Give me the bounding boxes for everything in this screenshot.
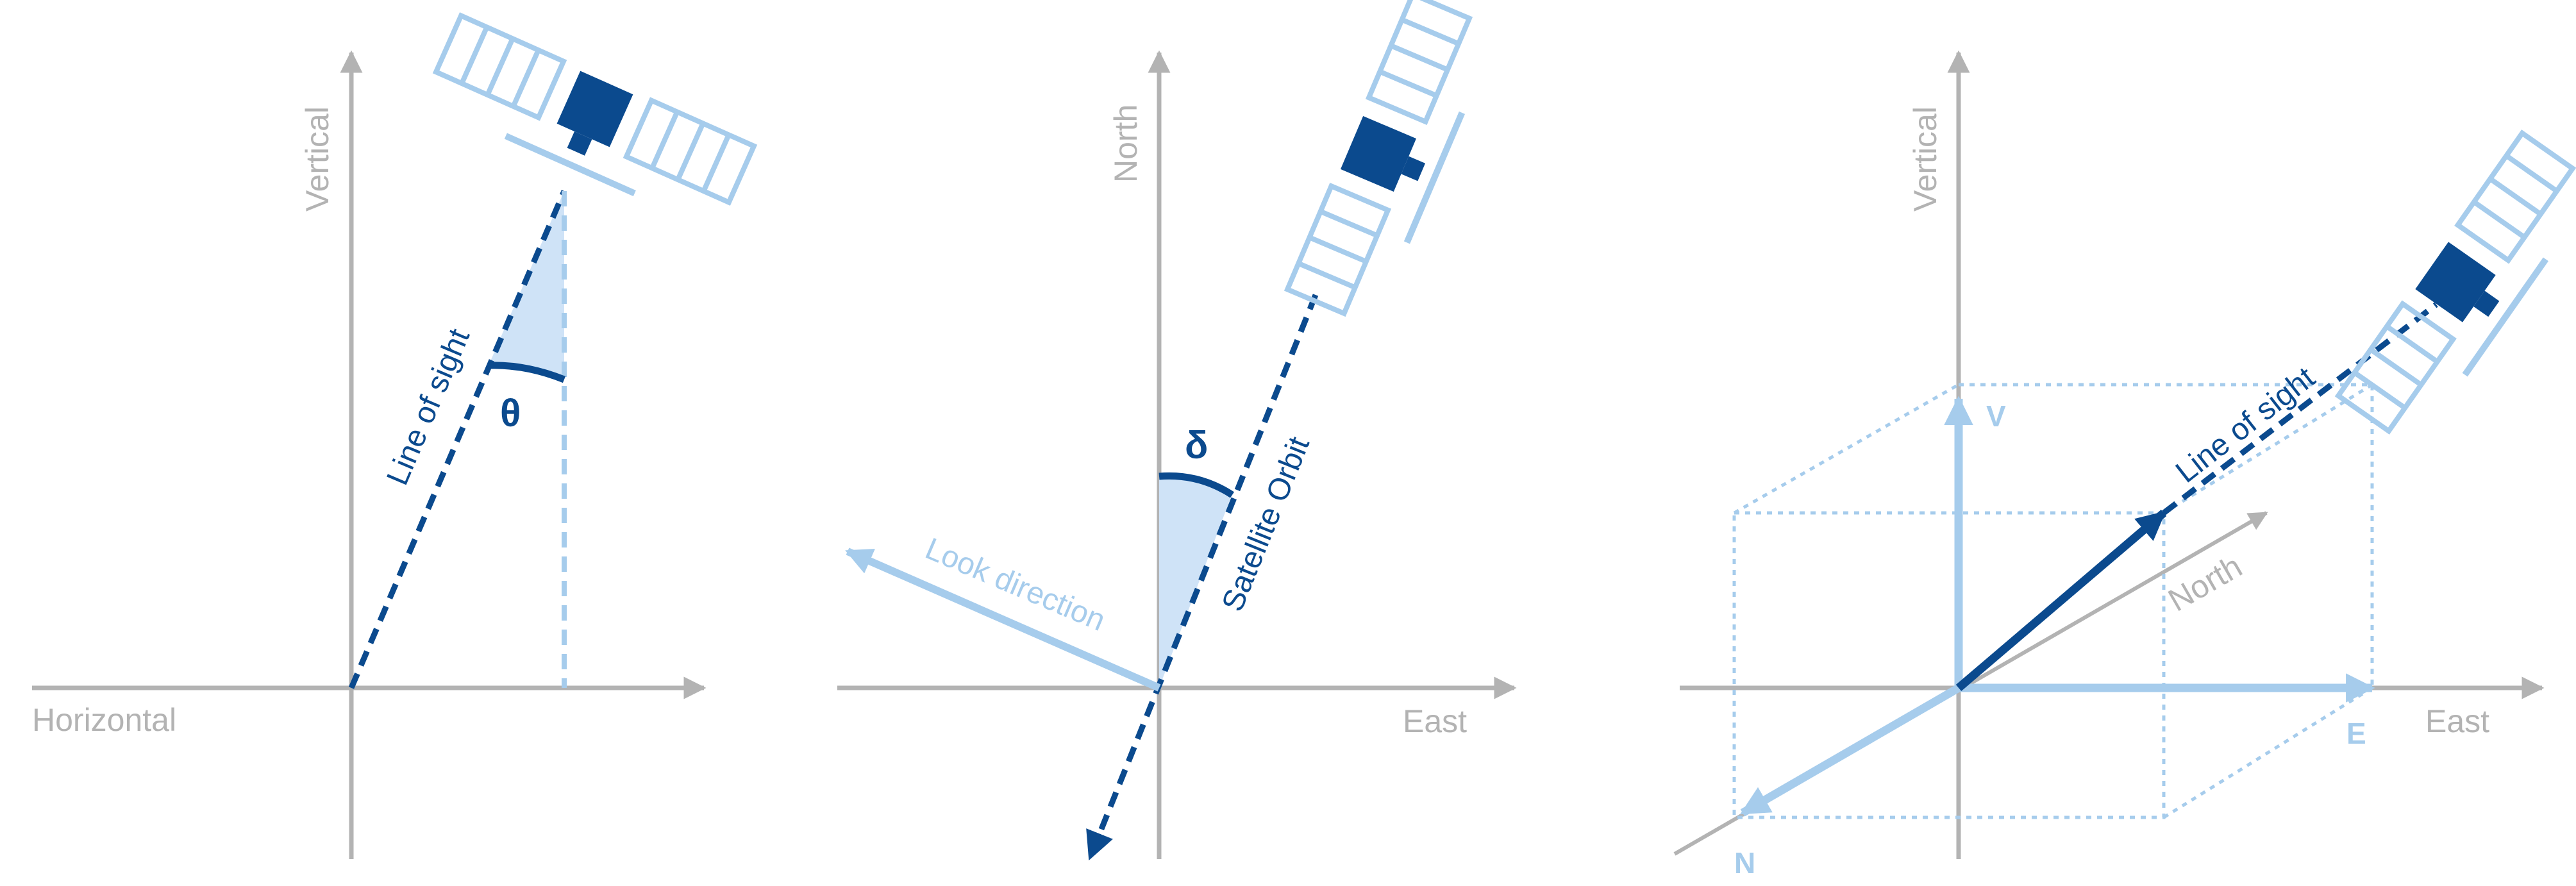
panel-right: East Vertical North Line of sight V E N: [1673, 50, 2576, 880]
panel-middle: East North Satellite Orbit Look directio…: [837, 0, 1517, 861]
look-direction-arrow: [845, 547, 1161, 692]
delta-symbol: δ: [1185, 424, 1208, 467]
north-label: North: [2162, 548, 2248, 619]
e-label: E: [2346, 717, 2366, 750]
horizontal-label: Horizontal: [32, 702, 176, 738]
angle-arc: [488, 362, 566, 383]
satellite-orbit-label: Satellite Orbit: [1216, 432, 1316, 616]
angle-arc: [1158, 472, 1235, 498]
line-of-sight-dashed: [2162, 302, 2438, 515]
los-vector: [1955, 510, 2167, 691]
satellite-icon: [1287, 0, 1497, 325]
line-of-sight: [348, 190, 567, 689]
north-label: North: [1108, 104, 1144, 183]
panel-left: Horizontal Vertical Line of sight θ: [32, 15, 754, 859]
satellite-icon: [424, 15, 754, 230]
east-label: East: [1403, 703, 1467, 739]
line-of-sight-label: Line of sight: [380, 324, 476, 490]
projection-box: [1732, 383, 2374, 819]
satellite-icon: [2338, 133, 2576, 449]
heading-angle-wedge: [1159, 474, 1232, 688]
n-label: N: [1734, 846, 1755, 880]
satellite-orbit-line: [1086, 294, 1319, 861]
n-vector: [1740, 684, 1961, 817]
vertical-label: Vertical: [1907, 106, 1943, 212]
line-of-sight-label: Line of sight: [2170, 361, 2321, 490]
v-label: V: [1986, 399, 2006, 433]
east-label: East: [2425, 703, 2489, 739]
theta-symbol: θ: [500, 392, 521, 435]
vertical-label: Vertical: [299, 106, 335, 212]
